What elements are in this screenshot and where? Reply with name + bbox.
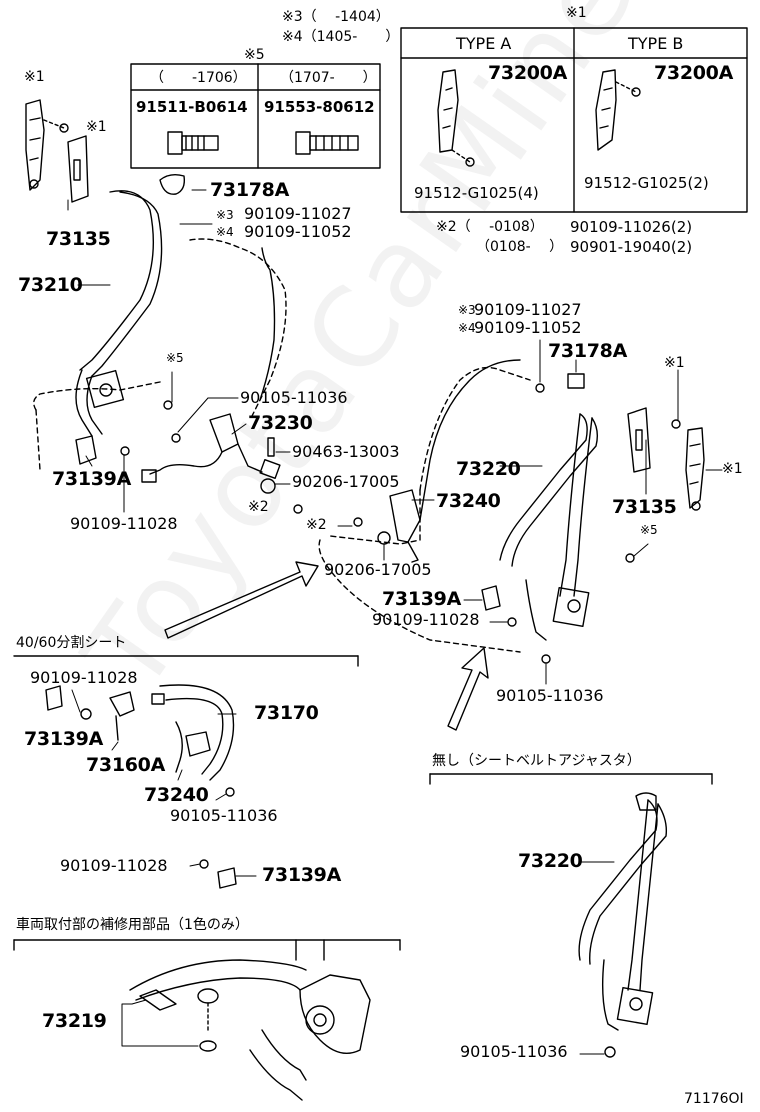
buckle-73230-icon xyxy=(141,413,281,483)
right-90109-11028: 90109-11028 xyxy=(372,610,480,629)
type-b-part: 73200A xyxy=(654,62,734,84)
s4060-73139A-b: 73139A xyxy=(262,864,342,886)
right-n2: ※2 xyxy=(306,517,327,533)
left-73135: 73135 xyxy=(46,228,111,250)
noadj-90105-11036: 90105-11036 xyxy=(460,1042,568,1061)
s4060-73170: 73170 xyxy=(254,702,319,724)
right-n4: ※4 xyxy=(458,321,476,335)
right-73178A: 73178A xyxy=(548,340,628,362)
left-n3: ※3 xyxy=(216,208,234,222)
type-a-header: TYPE A xyxy=(456,34,512,53)
left-90109-11028: 90109-11028 xyxy=(70,514,178,533)
left-73230: 73230 xyxy=(248,412,313,434)
leader-lines-4060 xyxy=(71,689,257,877)
left-90206-17005: 90206-17005 xyxy=(292,472,400,491)
stud-bolt-icon xyxy=(295,131,359,155)
left-n2: ※2 xyxy=(248,499,269,515)
repair-bracket-leader xyxy=(121,1003,133,1047)
arrow-to-seat-icon xyxy=(164,561,319,639)
left-90109-11027: 90109-11027 xyxy=(244,204,352,223)
right-buckle-73240-icon xyxy=(377,489,421,563)
type-a-part: 73200A xyxy=(488,62,568,84)
repair-anchor-icon xyxy=(129,939,371,1101)
retainer-73178A-left-icon xyxy=(159,173,186,195)
noadj-73220: 73220 xyxy=(518,850,583,872)
left-73210: 73210 xyxy=(18,274,83,296)
left-90105-11036: 90105-11036 xyxy=(240,388,348,407)
left-adjuster-cover-icon xyxy=(67,135,89,203)
note2-part1: 90109-11026(2) xyxy=(570,218,693,236)
left-n4: ※4 xyxy=(216,225,234,239)
note2-part2: 90901-19040(2) xyxy=(570,238,693,256)
right-retainer-73178A-icon xyxy=(567,373,585,389)
right-belt-icon xyxy=(499,413,599,641)
note2-mark: ※2（ -0108） xyxy=(436,219,544,235)
left-small-parts-icon xyxy=(260,437,303,514)
left-mark1b: ※1 xyxy=(86,119,107,135)
adjuster-type-a-icon xyxy=(437,69,475,167)
right-73139A: 73139A xyxy=(382,588,462,610)
leader-lines-left xyxy=(67,189,291,513)
right-mark1a: ※1 xyxy=(664,355,685,371)
noadj-belt-icon xyxy=(578,792,668,1058)
left-cover-73139A-icon xyxy=(75,435,97,465)
section-4060-title: 40/60分割シート xyxy=(16,635,127,651)
s4060-73160A: 73160A xyxy=(86,754,166,776)
right-adjuster-cover-icon xyxy=(627,407,651,473)
right-n3: ※3 xyxy=(458,303,476,317)
left-belt-icon xyxy=(75,190,163,437)
flange-bolt-icon xyxy=(167,131,219,155)
left-mark1a: ※1 xyxy=(24,69,45,85)
right-90206-17005: 90206-17005 xyxy=(324,560,432,579)
adjuster-type-b-icon xyxy=(595,69,641,151)
right-adjuster-icon xyxy=(685,427,705,511)
left-73178A: 73178A xyxy=(210,179,290,201)
type-b-bolt: 91512-G1025(2) xyxy=(584,174,709,192)
leader-lines-right xyxy=(337,339,723,685)
arrow-up-icon xyxy=(447,647,489,731)
s4060-73240: 73240 xyxy=(144,784,209,806)
seat-outline-right xyxy=(318,366,531,653)
s4060-90109-11028b: 90109-11028 xyxy=(60,856,168,875)
note2-range2: （0108- ） xyxy=(476,239,564,255)
left-adjuster-icon xyxy=(25,99,69,191)
right-90109-11052: 90109-11052 xyxy=(474,318,582,337)
left-90463-13003: 90463-13003 xyxy=(292,442,400,461)
seat-outline-left xyxy=(33,238,287,471)
s4060-73139A-a: 73139A xyxy=(24,728,104,750)
note3-range: ※3（ -1404） xyxy=(282,9,390,25)
right-73240: 73240 xyxy=(436,490,501,512)
right-73220: 73220 xyxy=(456,458,521,480)
left-n5: ※5 xyxy=(166,351,184,365)
right-n5: ※5 xyxy=(640,523,658,537)
left-anchor-bolt-icon xyxy=(120,400,181,456)
left-73139A: 73139A xyxy=(52,468,132,490)
box5-col2-part: 91553-80612 xyxy=(264,98,375,116)
seat-back-right xyxy=(419,359,521,521)
note4-range: ※4（1405- ） xyxy=(282,29,400,45)
repair-73219: 73219 xyxy=(42,1010,107,1032)
box1-mark: ※1 xyxy=(566,5,587,21)
right-90109-11027: 90109-11027 xyxy=(474,300,582,319)
box5-col1-range: （ -1706） xyxy=(150,70,247,86)
seat-back-curve xyxy=(259,247,276,401)
right-90105-11036: 90105-11036 xyxy=(496,686,604,705)
s4060-90105-11036: 90105-11036 xyxy=(170,806,278,825)
box5-col2-range: （1707- ） xyxy=(280,70,377,86)
figure-id: 71176OI xyxy=(684,1091,744,1107)
s4060-90109-11028a: 90109-11028 xyxy=(30,668,138,687)
right-mark1b: ※1 xyxy=(722,461,743,477)
type-b-header: TYPE B xyxy=(628,34,684,53)
right-cover-73139A-icon xyxy=(481,585,501,611)
box5-mark: ※5 xyxy=(244,47,265,63)
box5-col1-part: 91511-B0614 xyxy=(136,98,248,116)
left-90109-11052: 90109-11052 xyxy=(244,222,352,241)
bolt-table-box xyxy=(130,63,381,169)
section-repair-title: 車両取付部の補修用部品（1色のみ） xyxy=(16,917,249,933)
right-73135: 73135 xyxy=(612,496,677,518)
type-a-bolt: 91512-G1025(4) xyxy=(414,184,539,202)
section-noadj-title: 無し（シートベルトアジャスタ） xyxy=(432,753,641,769)
